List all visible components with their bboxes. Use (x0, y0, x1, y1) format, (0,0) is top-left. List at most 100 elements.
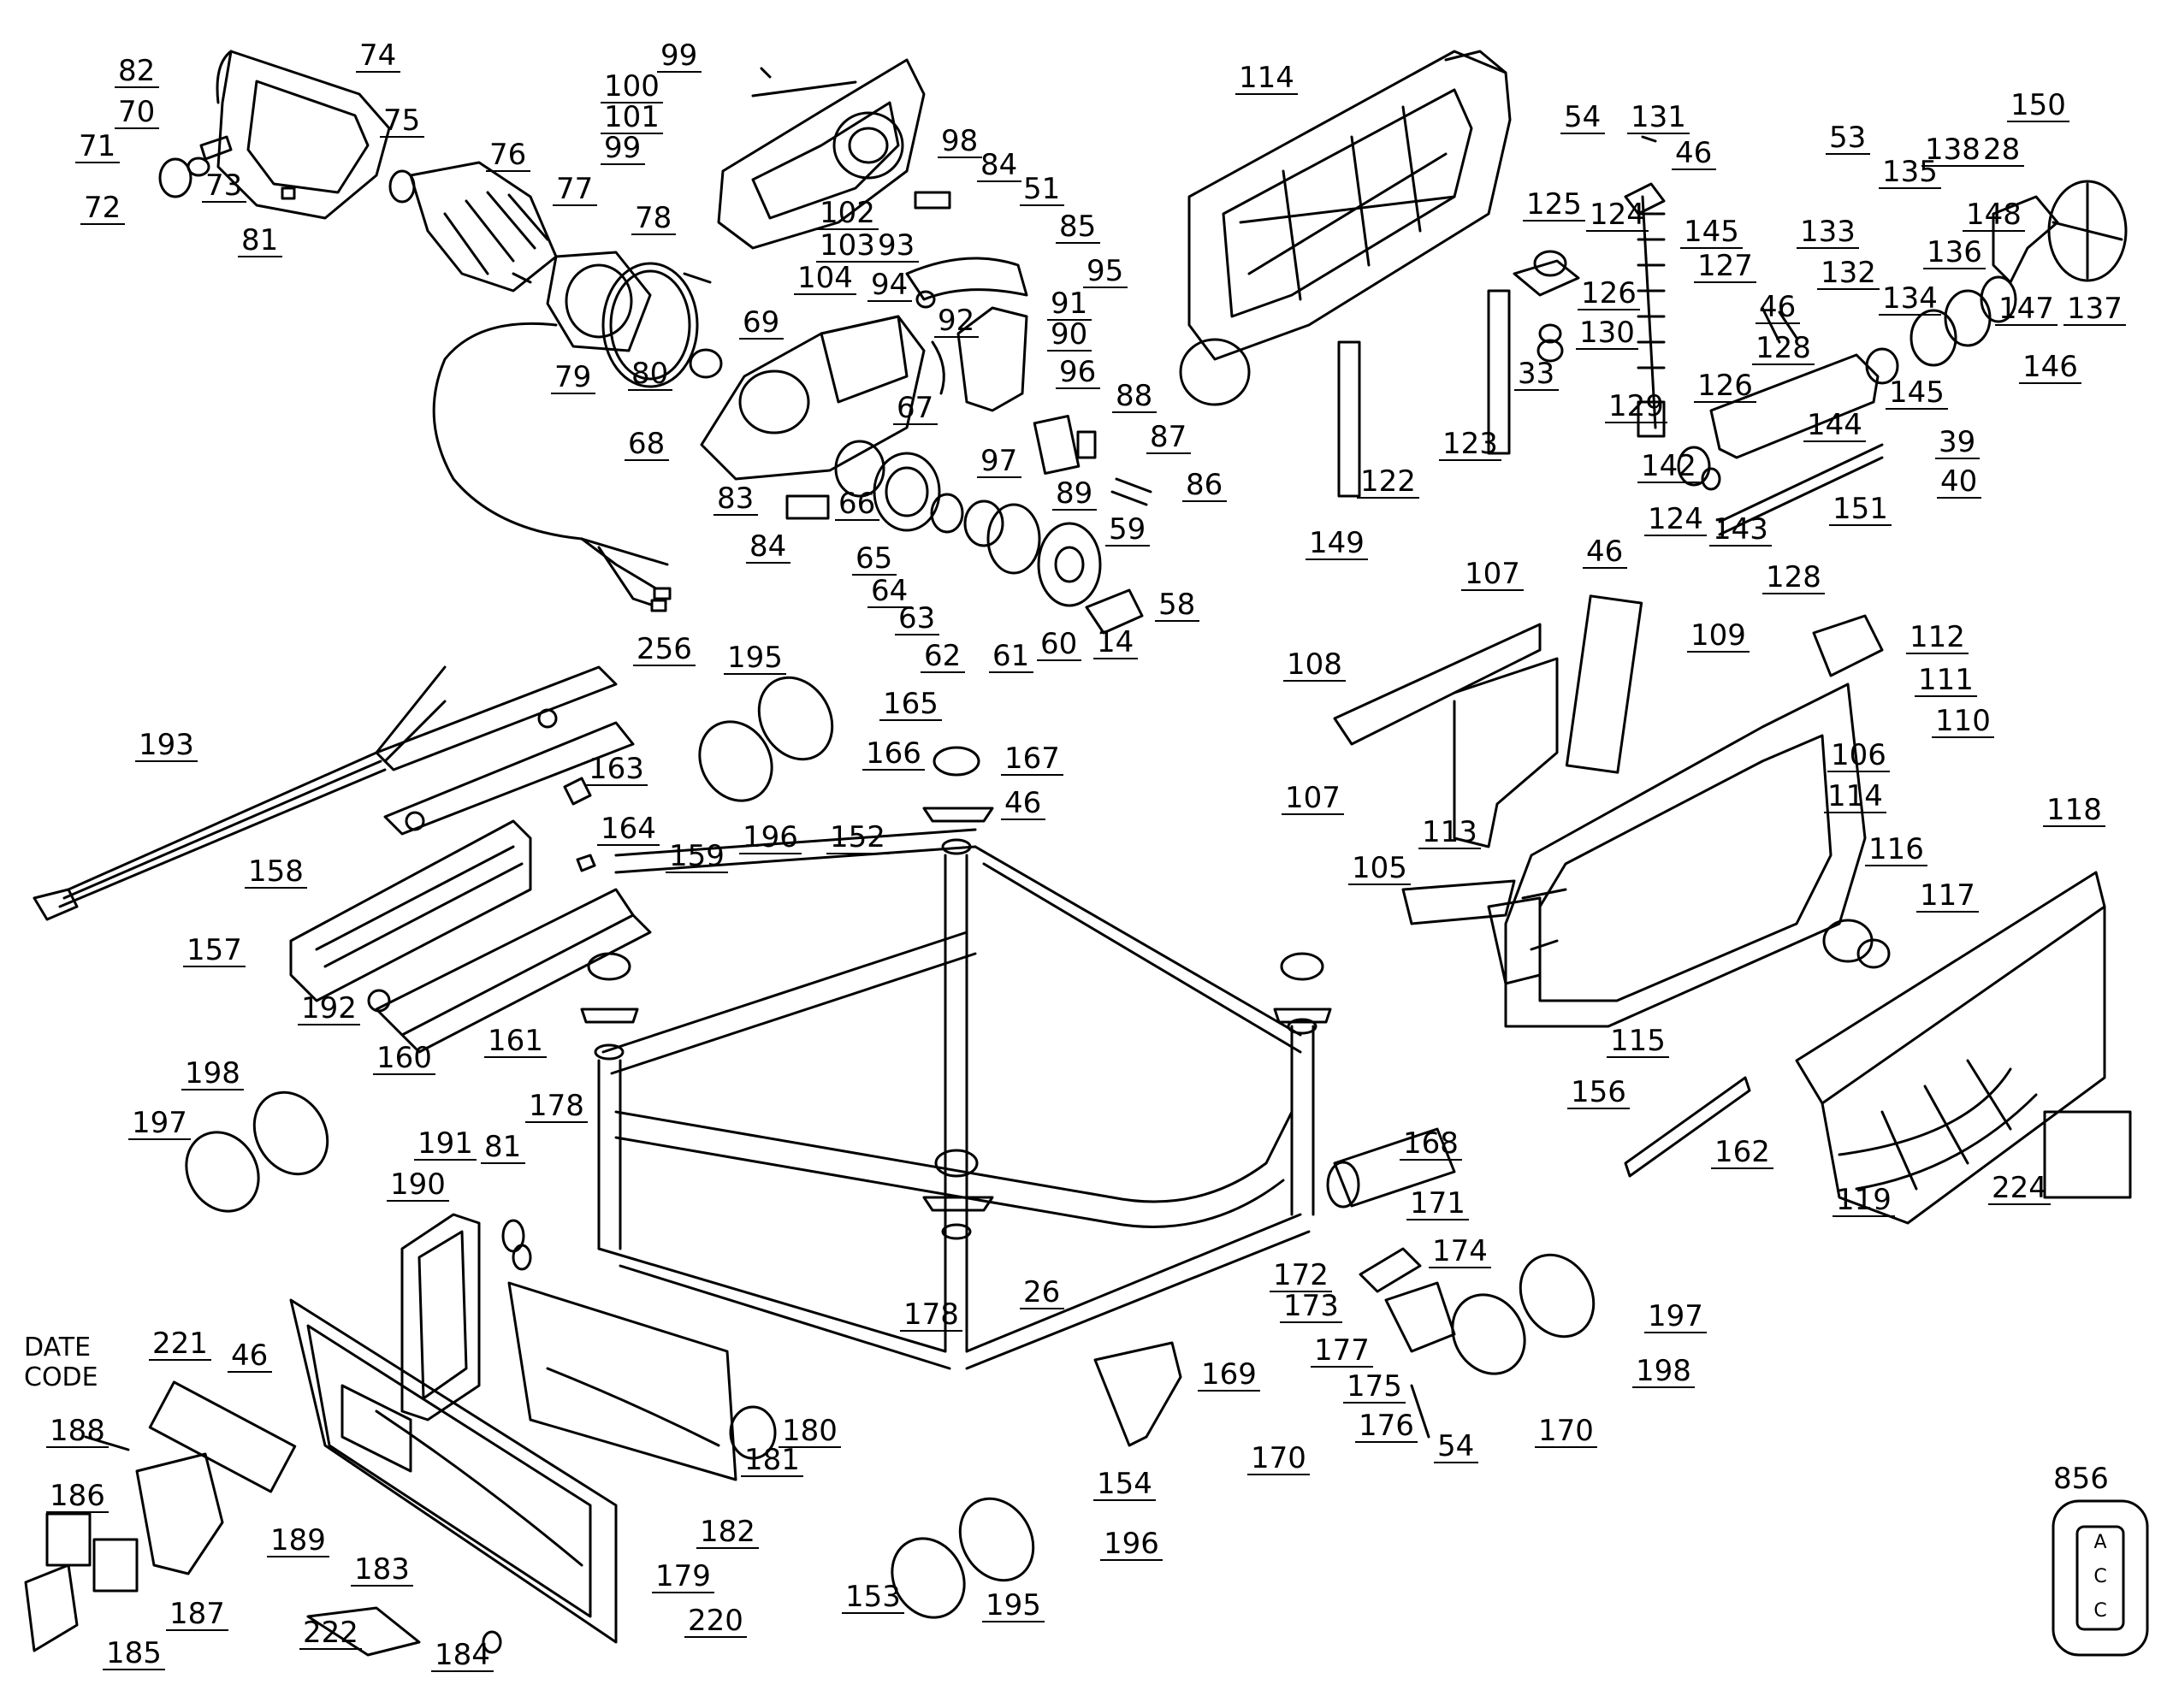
callout-number: 100 (604, 69, 660, 103)
callout-number: 111 (1918, 663, 1974, 697)
callout-88: 88 (1112, 379, 1157, 413)
callout-number: 60 (1040, 627, 1077, 661)
callout-number: 109 (1690, 618, 1746, 653)
callout-61: 61 (989, 639, 1033, 673)
callout-number: 86 (1186, 468, 1223, 502)
callout-133: 133 (1797, 215, 1859, 249)
callout-46: 46 (1583, 535, 1627, 569)
callout-151: 151 (1829, 492, 1892, 526)
callout-46: 46 (1756, 290, 1800, 324)
callout-number: 54 (1437, 1429, 1474, 1463)
callout-178: 178 (900, 1297, 962, 1332)
callout-number: 33 (1518, 357, 1554, 391)
callout-number: 224 (1992, 1171, 2047, 1205)
callout-number: 107 (1465, 557, 1520, 591)
callout-186: 186 (46, 1479, 109, 1513)
callout-number: 195 (986, 1588, 1041, 1622)
callout-132: 132 (1817, 256, 1880, 290)
callout-131: 131 (1627, 100, 1690, 134)
callout-73: 73 (202, 168, 246, 203)
callout-134: 134 (1879, 281, 1941, 316)
callout-175: 175 (1343, 1369, 1406, 1404)
callout-number: 77 (556, 172, 593, 206)
callout-number: 144 (1807, 408, 1862, 442)
handle-and-wheel-parts (1093, 1127, 1456, 1447)
callout-number: 61 (992, 639, 1029, 673)
callout-179: 179 (652, 1559, 714, 1593)
callout-number: 133 (1800, 215, 1856, 249)
callout-46: 46 (1001, 786, 1045, 820)
callout-number: 127 (1697, 249, 1753, 283)
callout-196: 196 (1100, 1527, 1163, 1561)
callout-77: 77 (553, 172, 597, 206)
callout-96: 96 (1056, 355, 1100, 389)
callout-number: 177 (1314, 1333, 1370, 1368)
callout-26: 26 (1020, 1275, 1064, 1309)
bevel-scale-parts (1822, 919, 1891, 969)
callout-60: 60 (1037, 627, 1081, 661)
callout-number: 99 (604, 131, 641, 165)
callout-93: 93 (874, 228, 919, 263)
callout-number: 79 (554, 360, 591, 394)
callout-144: 144 (1803, 408, 1866, 442)
callout-166: 166 (862, 736, 925, 771)
callout-107: 107 (1282, 781, 1344, 815)
callout-183: 183 (351, 1552, 413, 1587)
callout-197: 197 (128, 1106, 191, 1140)
callout-number: 91 (1051, 287, 1087, 321)
callout-165: 165 (879, 687, 942, 721)
callout-number: 76 (489, 138, 526, 172)
model-badge (2052, 1499, 2149, 1657)
callout-number: 114 (1827, 779, 1883, 813)
callout-69: 69 (739, 305, 784, 340)
badge-number: 856 (2053, 1462, 2109, 1496)
callout-149: 149 (1306, 526, 1368, 560)
callout-109: 109 (1687, 618, 1750, 653)
callout-number: 110 (1935, 704, 1991, 738)
callout-number: 75 (383, 103, 420, 138)
callout-130: 130 (1576, 316, 1638, 350)
callout-161: 161 (484, 1024, 547, 1058)
callout-222: 222 (299, 1616, 362, 1650)
callout-number: 46 (1759, 290, 1796, 324)
callout-number: 73 (205, 168, 242, 203)
callout-number: 83 (717, 482, 754, 516)
callout-99: 99 (601, 131, 645, 165)
callout-number: 74 (359, 38, 396, 73)
callout-40: 40 (1937, 464, 1981, 499)
callout-number: 118 (2046, 793, 2102, 827)
callout-100: 100 (601, 69, 663, 103)
callout-108: 108 (1283, 647, 1346, 682)
callout-number: 62 (924, 639, 961, 673)
callout-number: 64 (871, 574, 908, 608)
callout-number: 196 (743, 820, 798, 854)
callout-number: 123 (1442, 427, 1498, 461)
callout-76: 76 (486, 138, 530, 172)
blade-guard-shield (905, 257, 1097, 476)
callout-number: 102 (820, 196, 875, 230)
callout-146: 146 (2019, 350, 2081, 384)
callout-67: 67 (893, 391, 938, 425)
callout-number: 178 (529, 1089, 584, 1123)
callout-195: 195 (982, 1588, 1045, 1622)
callout-72: 72 (80, 191, 125, 225)
callout-number: 146 (2022, 350, 2078, 384)
callout-number: 172 (1273, 1258, 1329, 1292)
callout-152: 152 (826, 820, 889, 854)
callout-70: 70 (115, 95, 159, 129)
callout-112: 112 (1906, 620, 1969, 654)
callout-62: 62 (921, 639, 965, 673)
callout-number: 190 (390, 1167, 446, 1202)
callout-number: 132 (1821, 256, 1876, 290)
callout-101: 101 (601, 100, 663, 134)
armature (388, 161, 558, 293)
callout-195: 195 (724, 641, 786, 675)
callout-number: 134 (1882, 281, 1938, 316)
callout-number: 124 (1590, 198, 1645, 232)
callout-136: 136 (1923, 235, 1986, 269)
callout-number: 108 (1287, 647, 1342, 682)
leveler-feet (580, 746, 1332, 1212)
callout-number: 159 (669, 839, 725, 873)
callout-80: 80 (628, 357, 672, 391)
